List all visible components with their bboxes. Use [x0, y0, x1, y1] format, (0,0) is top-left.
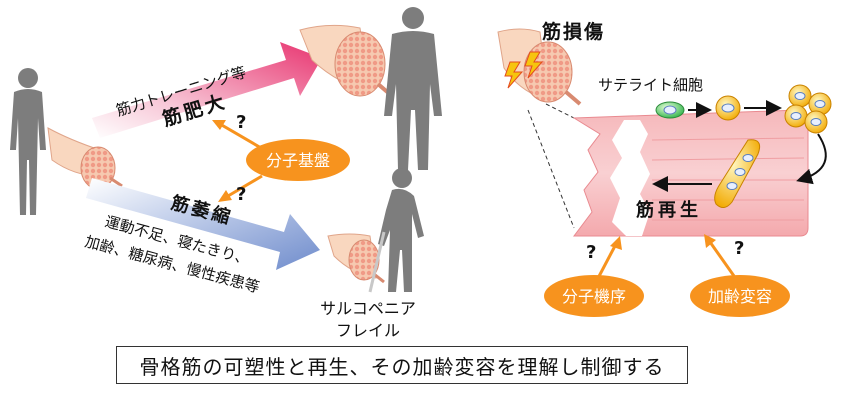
person-elderly-icon — [378, 168, 424, 292]
question-arrow-aging: ? — [704, 234, 744, 277]
caption-text: 骨格筋の可塑性と再生、その加齢変容を理解し制御する — [139, 354, 665, 379]
walking-cane-icon — [368, 231, 386, 293]
injury-gap — [610, 120, 650, 236]
muscle-bundle-small-icon — [327, 233, 385, 284]
aging-change-label: 加齢変容 — [708, 287, 772, 306]
molecular-mechanism-label: 分子機序 — [562, 287, 626, 306]
frailty-label: フレイル — [336, 321, 400, 340]
lightning-icon — [504, 51, 544, 89]
myotube-icon — [714, 139, 761, 208]
caption-box: 骨格筋の可塑性と再生、その加齢変容を理解し制御する — [116, 346, 688, 384]
hypertrophy-arrow — [92, 42, 322, 138]
question-mark-aging: ? — [734, 238, 744, 259]
molecular-mechanism-badge — [544, 275, 644, 317]
atrophy-arrow — [86, 178, 320, 270]
question-mark-mechanism: ? — [586, 242, 596, 263]
person-standing-icon — [10, 68, 46, 215]
arrow-differentiation — [796, 133, 827, 185]
person-muscular-icon — [384, 7, 442, 170]
muscle-bundle-large-icon — [299, 24, 394, 98]
muscle-bundle-left-icon — [47, 127, 123, 190]
satellite-cell-quiescent-icon — [655, 101, 685, 119]
injury-label: 筋損傷 — [542, 20, 605, 43]
sarcopenia-label: サルコペニア — [320, 299, 416, 318]
satellite-cell-proliferating-icon — [784, 84, 832, 134]
satellite-cell-label: サテライト細胞 — [598, 76, 703, 94]
molecular-basis-label: 分子基盤 — [266, 151, 330, 170]
question-mark-upper: ? — [236, 112, 246, 133]
zoom-guide-top — [545, 103, 575, 119]
question-mark-lower: ? — [236, 184, 246, 205]
molecular-basis-badge: 分子基盤 — [246, 139, 350, 181]
regeneration-label: 筋再生 — [636, 199, 702, 221]
satellite-cell-activated-icon — [715, 95, 741, 121]
question-arrow-down: ? — [218, 174, 263, 205]
aging-change-badge — [690, 275, 790, 317]
zoom-guide-bottom — [527, 109, 575, 229]
